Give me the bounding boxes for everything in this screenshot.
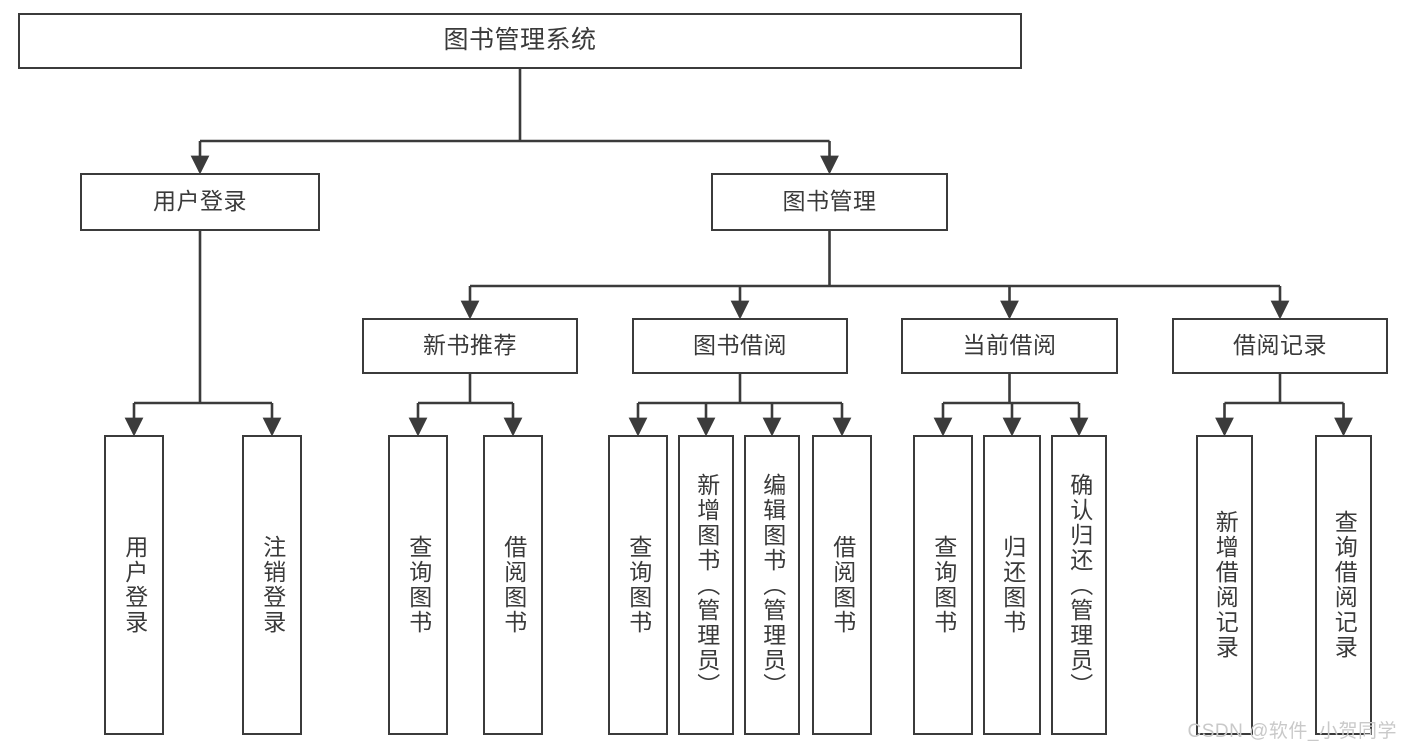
leaf-query-book-current-label: 查询图书 (930, 535, 957, 635)
node-book-management[interactable]: 图书管理 (711, 173, 948, 231)
node-current-borrow[interactable]: 当前借阅 (901, 318, 1118, 374)
leaf-query-borrow-record[interactable]: 查询借阅记录 (1315, 435, 1372, 735)
leaf-user-login[interactable]: 用户登录 (104, 435, 164, 735)
node-user-login-label: 用户登录 (153, 188, 247, 215)
node-new-book-recommend-label: 新书推荐 (423, 332, 517, 359)
leaf-add-book-label: 新增图书（管理员） (693, 472, 720, 698)
leaf-query-book-borrow-label: 查询图书 (625, 535, 652, 635)
leaf-borrow-book[interactable]: 借阅图书 (812, 435, 872, 735)
leaf-logout[interactable]: 注销登录 (242, 435, 302, 735)
leaf-query-book-recommend[interactable]: 查询图书 (388, 435, 448, 735)
csdn-watermark: CSDN @软件_小贺同学 (1187, 721, 1397, 742)
leaf-add-book[interactable]: 新增图书（管理员） (678, 435, 734, 735)
leaf-query-book-recommend-label: 查询图书 (405, 535, 432, 635)
node-user-login[interactable]: 用户登录 (80, 173, 320, 231)
leaf-confirm-return-label: 确认归还（管理员） (1066, 472, 1093, 698)
node-book-borrow-label: 图书借阅 (693, 332, 787, 359)
node-borrow-record-label: 借阅记录 (1233, 332, 1327, 359)
leaf-query-borrow-record-label: 查询借阅记录 (1331, 510, 1358, 660)
leaf-query-book-borrow[interactable]: 查询图书 (608, 435, 668, 735)
leaf-add-borrow-record-label: 新增借阅记录 (1212, 510, 1239, 660)
leaf-edit-book[interactable]: 编辑图书（管理员） (744, 435, 800, 735)
node-root-label: 图书管理系统 (443, 26, 597, 55)
leaf-borrow-book-recommend-label: 借阅图书 (500, 535, 527, 635)
node-borrow-record[interactable]: 借阅记录 (1172, 318, 1388, 374)
leaf-query-book-current[interactable]: 查询图书 (913, 435, 973, 735)
leaf-borrow-book-recommend[interactable]: 借阅图书 (483, 435, 543, 735)
leaf-user-login-label: 用户登录 (121, 535, 148, 635)
leaf-edit-book-label: 编辑图书（管理员） (759, 472, 786, 698)
leaf-return-book-label: 归还图书 (999, 535, 1026, 635)
leaf-return-book[interactable]: 归还图书 (983, 435, 1041, 735)
node-book-borrow[interactable]: 图书借阅 (632, 318, 848, 374)
leaf-add-borrow-record[interactable]: 新增借阅记录 (1196, 435, 1253, 735)
node-book-management-label: 图书管理 (782, 188, 877, 215)
node-current-borrow-label: 当前借阅 (962, 332, 1057, 359)
leaf-logout-label: 注销登录 (259, 535, 286, 635)
leaf-borrow-book-label: 借阅图书 (829, 535, 856, 635)
node-root[interactable]: 图书管理系统 (18, 13, 1022, 69)
node-new-book-recommend[interactable]: 新书推荐 (362, 318, 578, 374)
leaf-confirm-return[interactable]: 确认归还（管理员） (1051, 435, 1107, 735)
